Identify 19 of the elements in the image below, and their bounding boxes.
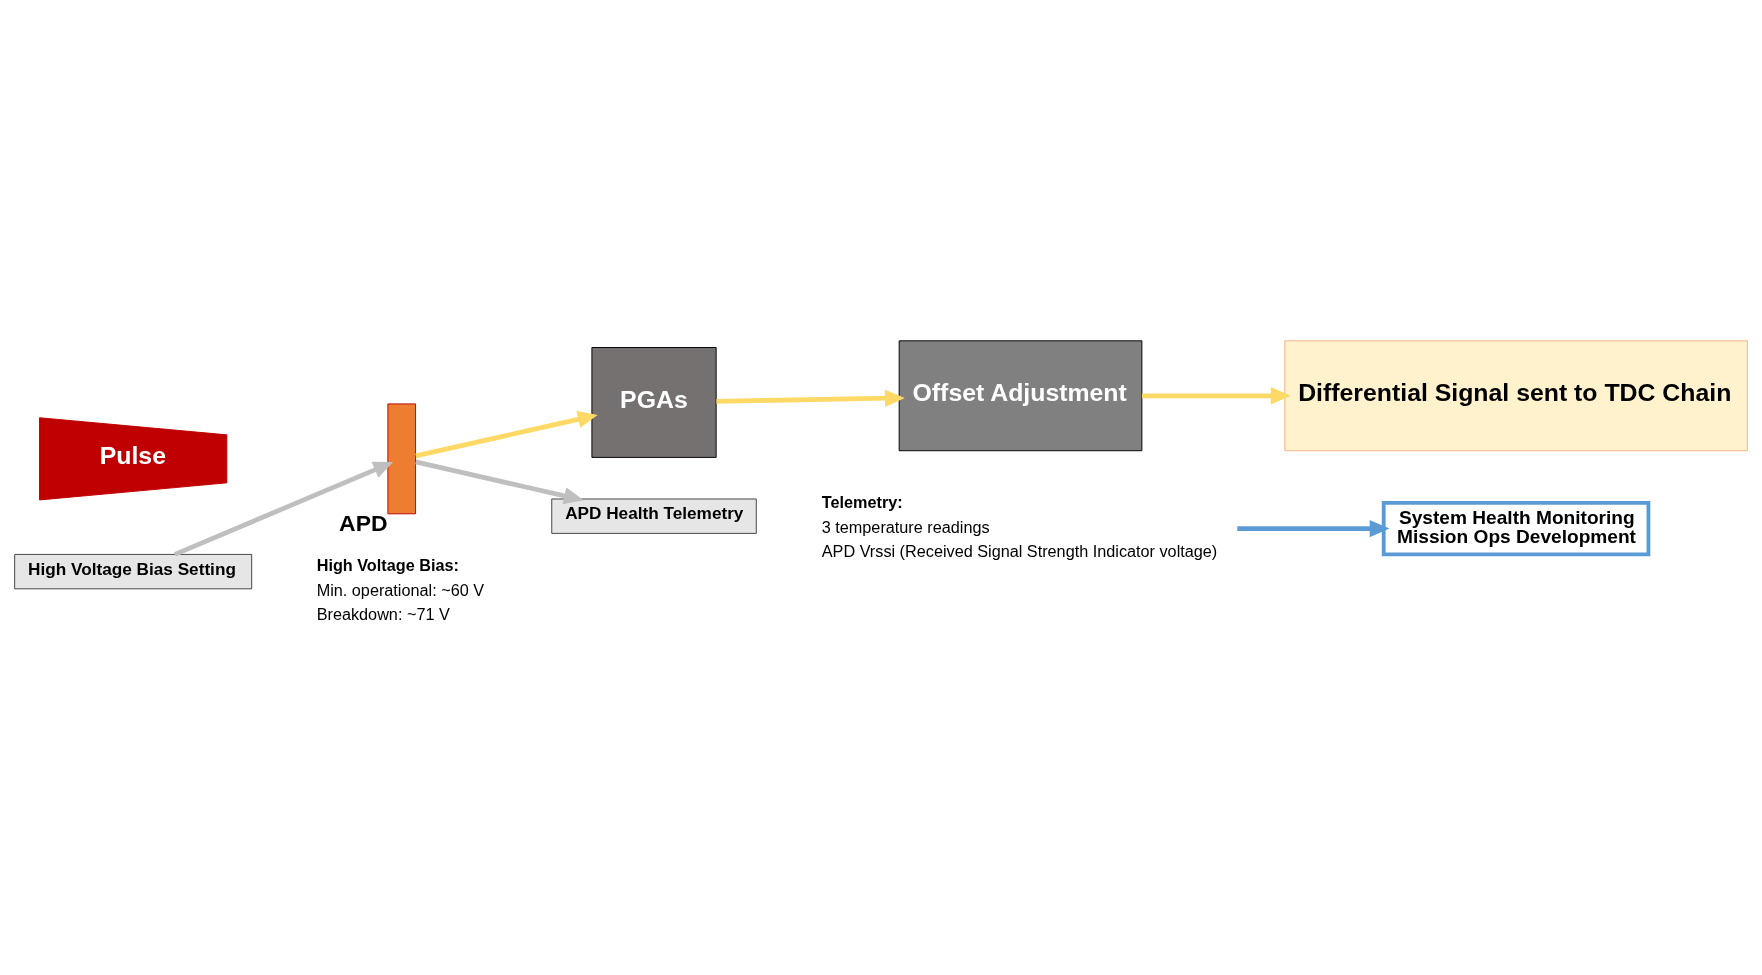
arrow	[1237, 519, 1390, 537]
label: High Voltage Bias:	[316, 555, 459, 574]
label: Breakdown: ~71 V	[316, 604, 450, 623]
arrow	[716, 389, 905, 407]
node-box: APD Health Telemetry	[551, 498, 757, 534]
label: Min. operational: ~60 V	[316, 580, 485, 599]
node-box	[387, 402, 417, 514]
node-box: Offset Adjustment	[898, 339, 1143, 451]
arrow	[174, 461, 394, 557]
arrow	[415, 410, 598, 458]
arrow	[415, 459, 584, 504]
node-box: System Health Monitoring Mission Ops Development	[1381, 500, 1651, 556]
node-box: PGAs	[591, 346, 717, 458]
node-box: Differential Signal sent to TDC Chain	[1284, 339, 1748, 451]
node-label: APD	[339, 509, 388, 536]
arrow	[1141, 386, 1291, 404]
node-text: Telemetry: 3 temperature readings APD Vrssi (Received Signal Strength Indicator voltage)	[821, 492, 1218, 560]
node-box: High Voltage Bias Setting	[14, 553, 253, 589]
node-box: Pulse	[39, 416, 228, 500]
